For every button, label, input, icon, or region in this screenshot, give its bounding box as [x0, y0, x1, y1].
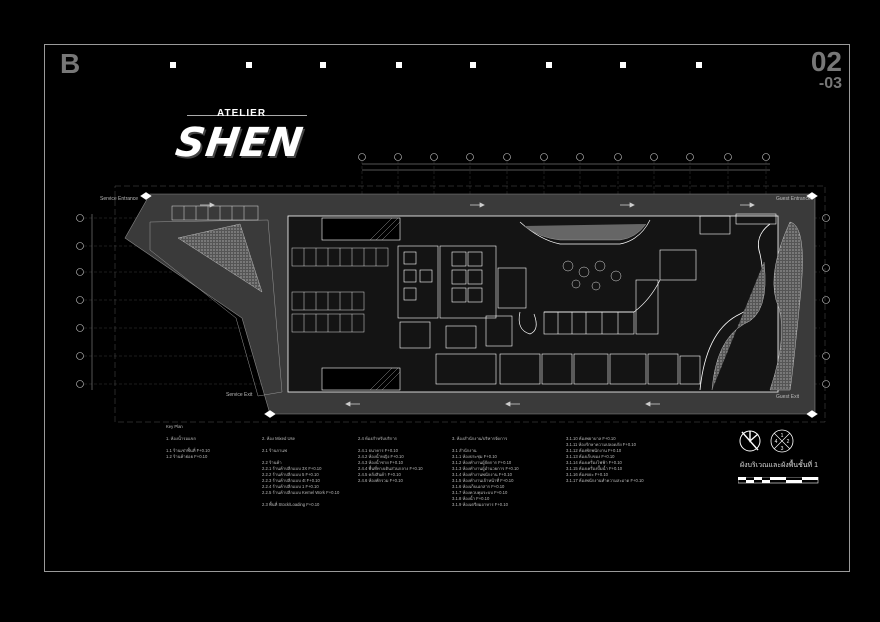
traffic-arrows — [200, 202, 755, 407]
legend-line: 3.1.15 ห้องเครื่องปั๊มน้ำ F+0.10 — [566, 466, 623, 471]
legend-line: 3.1.9 ห้องเตรียมอาหาร F+0.10 — [452, 502, 508, 507]
north-arrow: 1 4 2 3 — [738, 428, 818, 463]
ramp-top — [321, 217, 401, 241]
legend-line: Key Plan — [166, 424, 183, 429]
parking-stalls — [171, 205, 389, 333]
sheet-letter: B — [60, 48, 81, 79]
grid-bubbles-top — [358, 153, 770, 161]
atrium-curve-inner — [523, 223, 647, 241]
legend-line: 3.1.14 ห้องเครื่องไฟฟ้า F+0.10 — [566, 460, 622, 465]
plan-title: ผังบริเวณและผังพื้นชั้นที่ 1 — [740, 462, 819, 469]
lounge-furniture — [562, 260, 622, 291]
legend-line: 3.1.17 ห้องพนักงานทำความสะอาด F+0.10 — [566, 478, 644, 483]
legend-line: 3.1.7 ห้องควบคุมระบบ F+0.10 — [452, 490, 508, 495]
sheet-number-main: 02 — [810, 46, 842, 77]
compass-quadrant-2: 2 — [787, 439, 790, 445]
legend-line: 2.2.4 ร้านค้าปลีกแบบ 1 F+0.10 — [262, 484, 319, 489]
label-service-entrance: Service Entrance — [100, 196, 139, 202]
legend-line: 2.4.6 ห้องพักรวม F+0.10 — [358, 478, 403, 483]
label-service-exit: Service Exit — [226, 392, 253, 398]
border-tick — [170, 62, 176, 68]
landscape-left — [177, 223, 263, 293]
drawing-border — [44, 44, 850, 572]
legend-line: 2.1 ร้านกาแฟ — [262, 448, 287, 453]
legend-column-2: 2. ห้อง Mixed Use 2.1 ร้านกาแฟ 2.2 ร้านค… — [262, 436, 339, 508]
atrium-curve — [519, 219, 651, 245]
site-boundary-line — [114, 185, 826, 423]
interior-walls — [397, 213, 777, 385]
grid-bubbles-left — [76, 214, 84, 388]
border-tick — [620, 62, 626, 68]
legend-line: 2.2.5 ร้านค้าปลีกแบบ Kernel Work F+0.10 — [262, 490, 340, 495]
curb-left — [149, 219, 283, 397]
circular-stair — [518, 311, 537, 335]
legend-line: 3.1.12 ห้องพักพนักงาน F+0.10 — [566, 448, 622, 453]
legend-line: 2.4.5 คลังสินค้า F+0.10 — [358, 472, 401, 477]
grid-bubbles-right — [822, 214, 830, 388]
logo-rule — [187, 115, 307, 116]
scale-bar — [737, 474, 822, 492]
ramp-bottom — [321, 367, 401, 391]
legend-line: 3.1.16 ห้องขยะ F+0.10 — [566, 472, 609, 477]
border-tick — [696, 62, 702, 68]
north-arrow-icon: 1 4 2 3 — [739, 429, 794, 453]
legend-line: 1. ห้องน้ำรอแขก — [166, 436, 197, 441]
border-tick — [246, 62, 252, 68]
label-guest-exit: Guest Exit — [776, 394, 800, 400]
logo-small-text: ATELIER — [217, 108, 267, 119]
legend-line: 3.1.5 ห้องทำงานเจ้าหน้าที่ F+0.10 — [452, 478, 514, 483]
curved-wall — [544, 279, 661, 313]
legend-line: 2.4.2 ห้องน้ำหญิง F+0.10 — [358, 454, 404, 459]
landscape-right — [769, 221, 803, 391]
legend-line: 3.1 สำนักงาน — [452, 448, 477, 453]
legend-line: 2.2.2 ร้านค้าปลีกแบบ 5 F+0.10 — [262, 472, 319, 477]
building-footprint — [287, 215, 779, 393]
legend-line: 3.1.4 ห้องทำงานพนักงาน F+0.10 — [452, 472, 512, 477]
legend-line: 3.1.3 ห้องทำงานผู้อำนวยการ F+0.10 — [452, 466, 519, 471]
legend-line: 3.1.1 ห้องประชุม F+0.10 — [452, 454, 497, 459]
ramp-stripes — [369, 217, 401, 391]
scale-bar-graphic — [737, 476, 819, 484]
legend-column-1: Key Plan 1. ห้องน้ำรอแขก 1.1 ร้านเช่าพื้… — [166, 424, 210, 460]
legend-column-4: 3. ห้องสำนักงาน/บริหารจัดการ 3.1 สำนักงา… — [452, 436, 519, 508]
compass-quadrant-1: 1 — [781, 433, 784, 439]
legend-line: 2.3 พื้นที่ Stock/Loading F+0.10 — [262, 502, 320, 507]
legend-line: 2.2.1 ร้านค้าปลีกแบบ 3X F+0.10 — [262, 466, 322, 471]
border-tick — [320, 62, 326, 68]
border-tick — [396, 62, 402, 68]
legend-line: 2.2.3 ร้านค้าปลีกแบบ 4t F+0.10 — [262, 478, 320, 483]
entrance-markers — [139, 191, 819, 419]
legend-line: 3. ห้องสำนักงาน/บริหารจัดการ — [452, 436, 508, 441]
legend-line: 2.2 ร้านค้า — [262, 460, 282, 465]
legend-line: 2.4.1 ธนาคาร F+0.10 — [358, 448, 398, 453]
compass-quadrant-4: 4 — [775, 439, 778, 445]
landscape-right-inner — [711, 261, 766, 391]
grid-dimension-top — [362, 163, 770, 171]
sheet-number: 02 -03 — [811, 48, 842, 92]
atelier-logo: ATELIER SHEN — [172, 108, 322, 180]
border-tick — [546, 62, 552, 68]
legend-line: 2. ห้อง Mixed Use — [262, 436, 295, 441]
legend-line: 2.4.4 พื้นที่ทางเดินส่วนกลาง F+0.10 — [358, 466, 423, 471]
legend-column-5: 3.1.10 ห้องพยาบาล F+0.10 3.1.11 ห้องรักษ… — [566, 436, 644, 484]
border-tick — [470, 62, 476, 68]
legend-line: 3.1.10 ห้องพยาบาล F+0.10 — [566, 436, 616, 441]
label-guest-entrance: Guest Entrance — [776, 196, 811, 202]
legend-line: 3.1.11 ห้องรักษาความปลอดภัย F+0.10 — [566, 442, 636, 447]
legend-line: 1.1 ร้านเช่าพื้นที่ F+0.10 — [166, 448, 210, 453]
legend-line: 1.2 ร้านค้าย่อย F+0.10 — [166, 454, 208, 459]
compass-quadrant-3: 3 — [781, 446, 784, 452]
legend-line: 3.1.13 ห้องเก็บของ F+0.10 — [566, 454, 615, 459]
legend-column-3: 2.4 ห้องสำหรับบริการ 2.4.1 ธนาคาร F+0.10… — [358, 436, 423, 484]
sheet-number-sub: -03 — [818, 75, 842, 92]
legend-line: 3.1.6 ห้องเก็บเอกสาร F+0.10 — [452, 484, 505, 489]
legend-line: 3.1.8 ห้องน้ำ F+0.10 — [452, 496, 490, 501]
legend-line: 2.4.3 ห้องน้ำชาย F+0.10 — [358, 460, 403, 465]
legend-line: 2.4 ห้องสำหรับบริการ — [358, 436, 397, 441]
legend-line: 3.1.2 ห้องทำงานผู้จัดการ F+0.10 — [452, 460, 512, 465]
